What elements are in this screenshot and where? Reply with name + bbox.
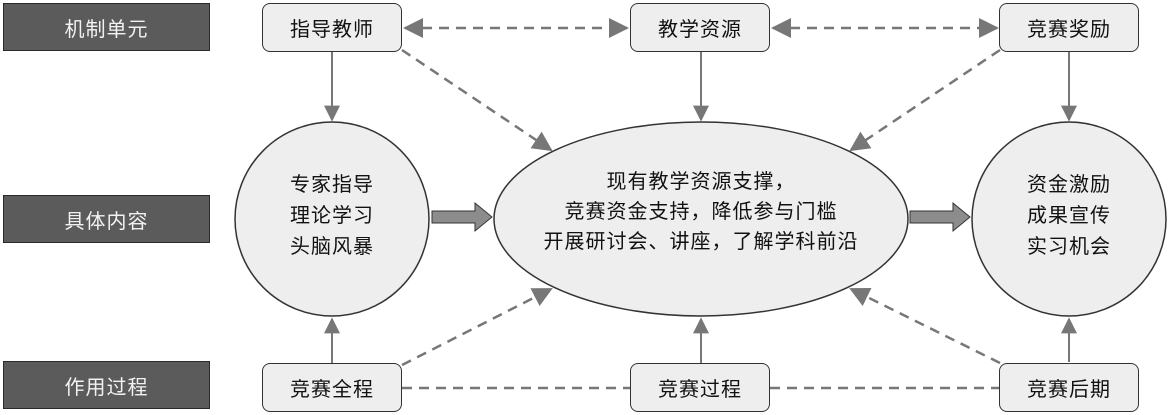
- row-label-mechanism: 机制单元: [3, 3, 210, 51]
- dashed-arrow-whole-to-ellipse: [401, 287, 553, 367]
- node-reward: 竞赛奖励: [999, 3, 1139, 52]
- center-ellipse-line: 现有教学资源支撑，: [606, 169, 796, 193]
- center-ellipse-text: 现有教学资源支撑， 竞赛资金支持，降低参与门槛 开展研讨会、讲座，了解学科前沿: [511, 166, 891, 256]
- left-circle-line: 头脑风暴: [290, 234, 374, 258]
- node-after-competition: 竞赛后期: [999, 363, 1139, 412]
- row-label-process: 作用过程: [3, 361, 210, 409]
- left-circle-line: 专家指导: [290, 172, 374, 196]
- left-circle: [234, 121, 430, 317]
- block-arrow-left-to-center: [431, 201, 493, 233]
- right-circle-line: 实习机会: [1027, 234, 1111, 258]
- node-resources: 教学资源: [630, 3, 770, 52]
- node-teacher: 指导教师: [262, 3, 402, 52]
- row-label-content: 具体内容: [3, 195, 210, 243]
- dashed-arrow-after-to-ellipse: [849, 287, 1001, 365]
- dashed-arrow-teacher-to-ellipse: [401, 48, 553, 152]
- center-ellipse: [493, 121, 909, 317]
- center-ellipse-line: 竞赛资金支持，降低参与门槛: [564, 199, 838, 223]
- node-whole-process: 竞赛全程: [262, 363, 402, 412]
- left-circle-text: 专家指导 理论学习 头脑风暴: [252, 169, 412, 262]
- right-circle-line: 资金激励: [1027, 172, 1111, 196]
- right-circle-text: 资金激励 成果宣传 实习机会: [989, 169, 1149, 262]
- right-circle: [971, 121, 1167, 317]
- center-ellipse-line: 开展研讨会、讲座，了解学科前沿: [543, 229, 859, 253]
- node-during-competition: 竞赛过程: [630, 363, 770, 412]
- left-circle-line: 理论学习: [290, 203, 374, 227]
- block-arrow-center-to-right: [909, 201, 971, 233]
- right-circle-line: 成果宣传: [1027, 203, 1111, 227]
- dashed-arrow-reward-to-ellipse: [849, 48, 1001, 152]
